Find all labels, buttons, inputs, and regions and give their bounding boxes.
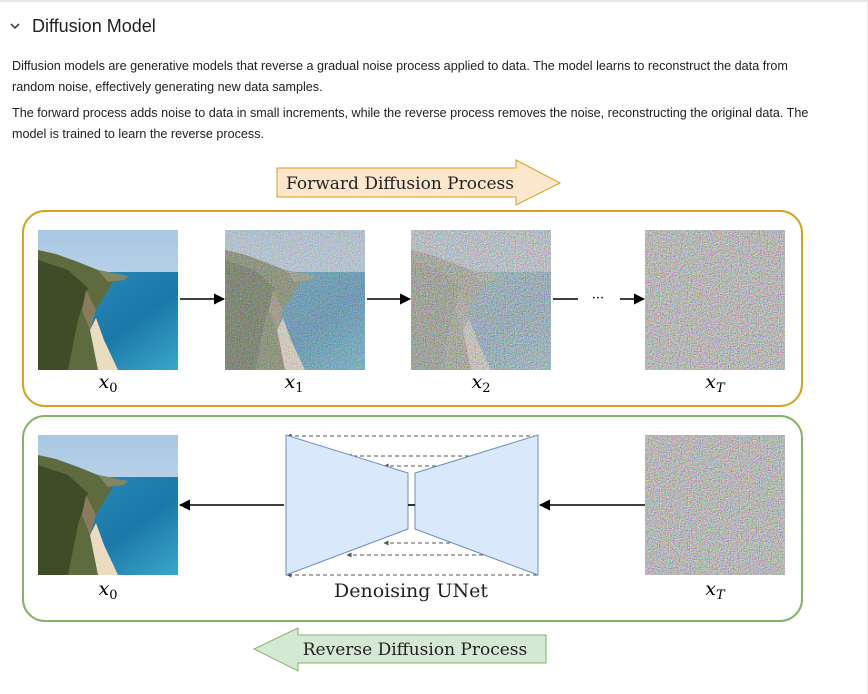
top-divider [0,0,868,2]
section-toggle[interactable]: Diffusion Model [6,12,156,40]
reverse-process-text: Reverse Diffusion Process [303,640,528,660]
label-x0-reverse: x0 [99,578,118,603]
unet-encoder [414,434,539,576]
label-x1: x1 [285,371,304,396]
image-x0-forward [38,230,178,370]
unet-label: Denoising UNet [334,580,488,602]
image-x2-forward [411,230,551,370]
diffusion-diagram: Forward Diffusion Process ··· x0 x1 x2 x… [22,159,803,672]
forward-process-text: Forward Diffusion Process [286,174,514,194]
label-xT: xT [705,371,726,396]
image-xT-reverse [645,435,785,575]
label-xT-reverse: xT [705,578,726,603]
label-x0: x0 [99,371,118,396]
reverse-process-label: Reverse Diffusion Process [252,627,547,672]
forward-process-frame [22,210,803,407]
unet-decoder [285,434,409,576]
description-paragraph: Diffusion models are generative models t… [12,59,788,94]
image-x1-forward [225,230,365,370]
section-title: Diffusion Model [32,15,156,36]
label-x2: x2 [472,371,491,396]
image-x0-reverse [38,435,178,575]
description-paragraph: The forward process adds noise to data i… [12,106,809,141]
ellipsis-text: ··· [592,291,604,306]
reverse-process-frame [22,415,803,622]
forward-process-label: Forward Diffusion Process [276,159,562,206]
chevron-down-icon[interactable] [6,17,24,35]
image-xT-forward [645,230,785,370]
